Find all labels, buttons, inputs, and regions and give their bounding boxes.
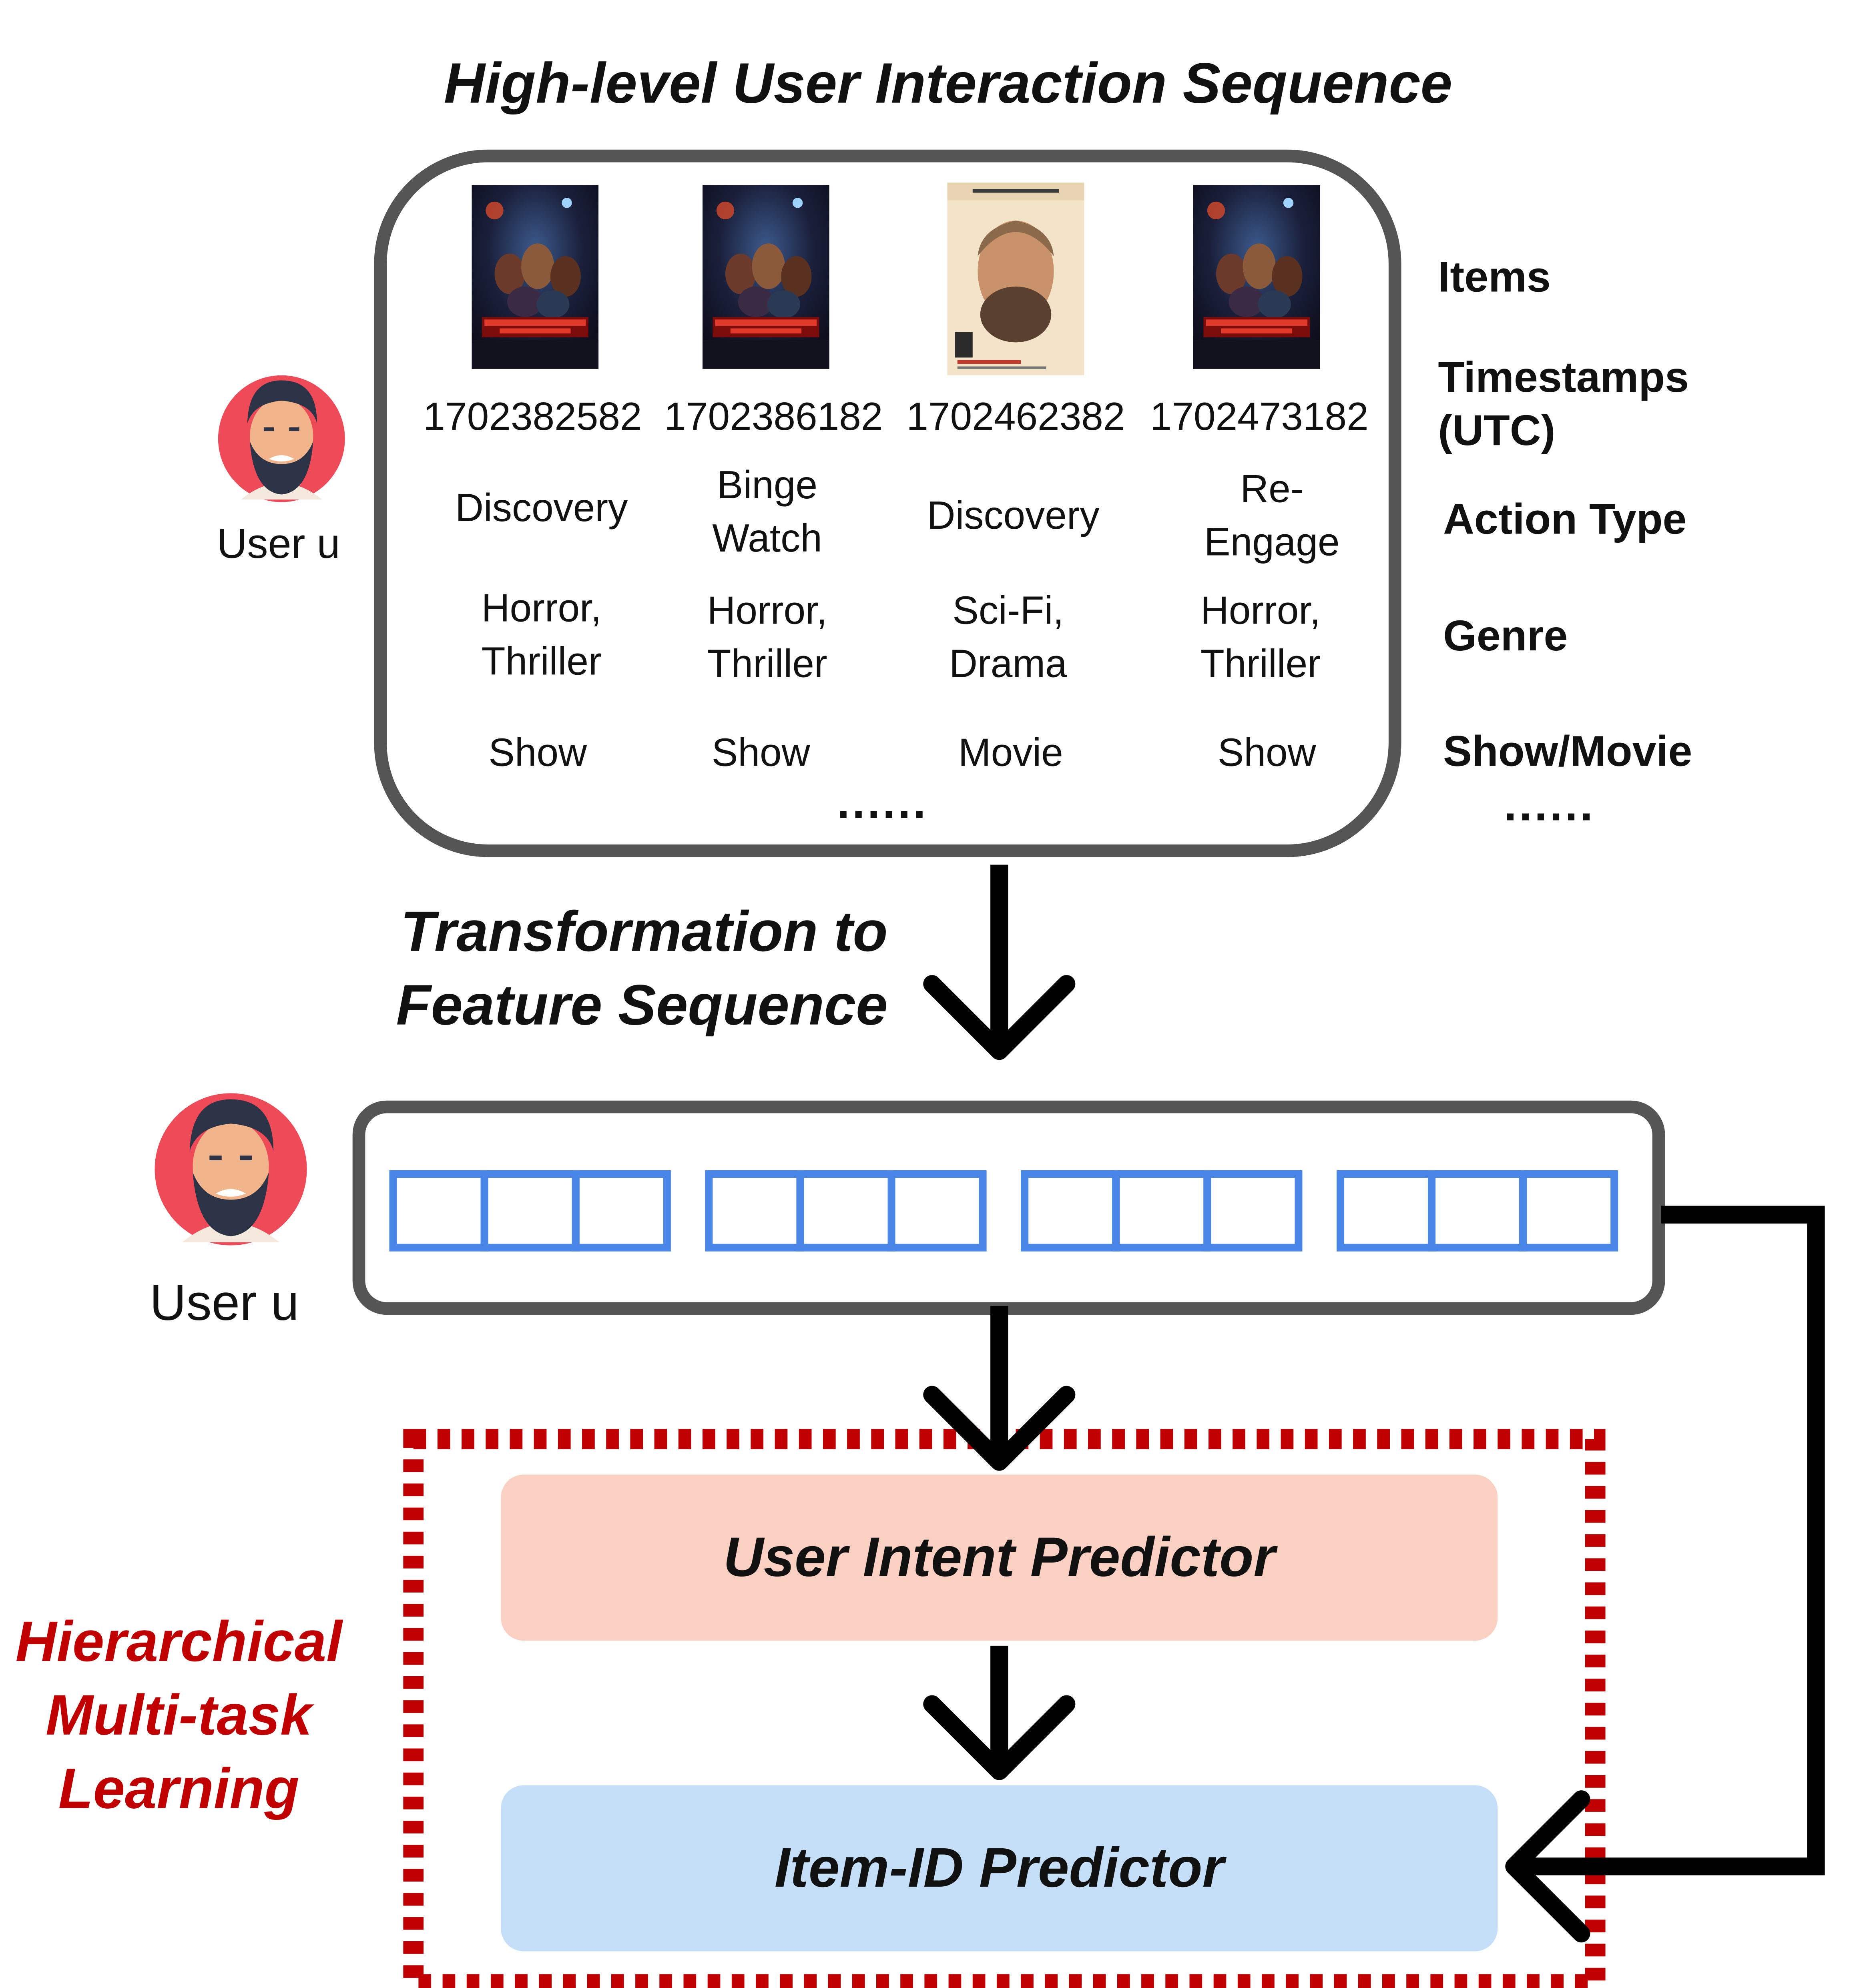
feature-cell	[572, 1170, 671, 1252]
feature-cell	[1203, 1170, 1303, 1252]
feature-sequence-box	[352, 1100, 1665, 1315]
label-genre: Genre	[1443, 612, 1568, 661]
feature-cell	[1519, 1170, 1618, 1252]
genre-2: Horror, Thriller	[707, 588, 827, 686]
user-label-bottom: User u	[149, 1275, 299, 1332]
sequence-title: High-level User Interaction Sequence	[444, 50, 1452, 116]
poster-dont-look-up	[947, 183, 1084, 375]
skip-connection-line	[1515, 1206, 1825, 1876]
hml-label: Hierarchical Multi-task Learning	[15, 1609, 342, 1821]
item-id-predictor: Item-ID Predictor	[501, 1785, 1498, 1952]
kind-3: Movie	[958, 730, 1063, 775]
label-action-type: Action Type	[1443, 495, 1687, 544]
user-label-top: User u	[217, 520, 340, 567]
timestamp-2: 1702386182	[664, 394, 883, 439]
label-items: Items	[1438, 253, 1551, 302]
interaction-sequence-box	[374, 149, 1401, 857]
timestamp-1: 1702382582	[423, 394, 642, 439]
genre-3: Sci-Fi, Drama	[949, 588, 1067, 686]
feature-cells	[389, 1170, 1618, 1252]
arrow-intent-head	[923, 1386, 1076, 1471]
label-ellipsis: ......	[1504, 778, 1596, 831]
arrow-item-head	[923, 1695, 1076, 1780]
action-3: Discovery	[927, 493, 1100, 538]
kind-4: Show	[1217, 730, 1316, 775]
arrow-transform-head	[923, 975, 1076, 1060]
user-avatar-icon	[216, 368, 347, 507]
label-show-movie: Show/Movie	[1443, 728, 1692, 776]
feature-cell	[887, 1170, 987, 1252]
skip-connection-head	[1505, 1790, 1590, 1943]
user-intent-predictor: User Intent Predictor	[501, 1474, 1498, 1641]
kind-1: Show	[488, 730, 587, 775]
inner-ellipsis: ......	[837, 776, 928, 828]
action-4: Re- Engage	[1204, 466, 1340, 564]
kind-2: Show	[711, 730, 810, 775]
poster-stranger-things-1	[472, 185, 599, 369]
genre-4: Horror, Thriller	[1200, 588, 1321, 686]
poster-stranger-things-2	[703, 185, 829, 369]
genre-1: Horror, Thriller	[481, 586, 602, 684]
poster-stranger-things-3	[1193, 185, 1320, 369]
timestamp-4: 1702473182	[1150, 394, 1369, 439]
label-timestamps: Timestamps (UTC)	[1438, 353, 1689, 455]
transformation-label: Transformation to Feature Sequence	[396, 899, 888, 1037]
user-avatar-icon	[150, 1084, 312, 1252]
action-2: Binge Watch	[712, 463, 822, 561]
timestamp-3: 1702462382	[906, 394, 1125, 439]
action-1: Discovery	[455, 485, 628, 530]
